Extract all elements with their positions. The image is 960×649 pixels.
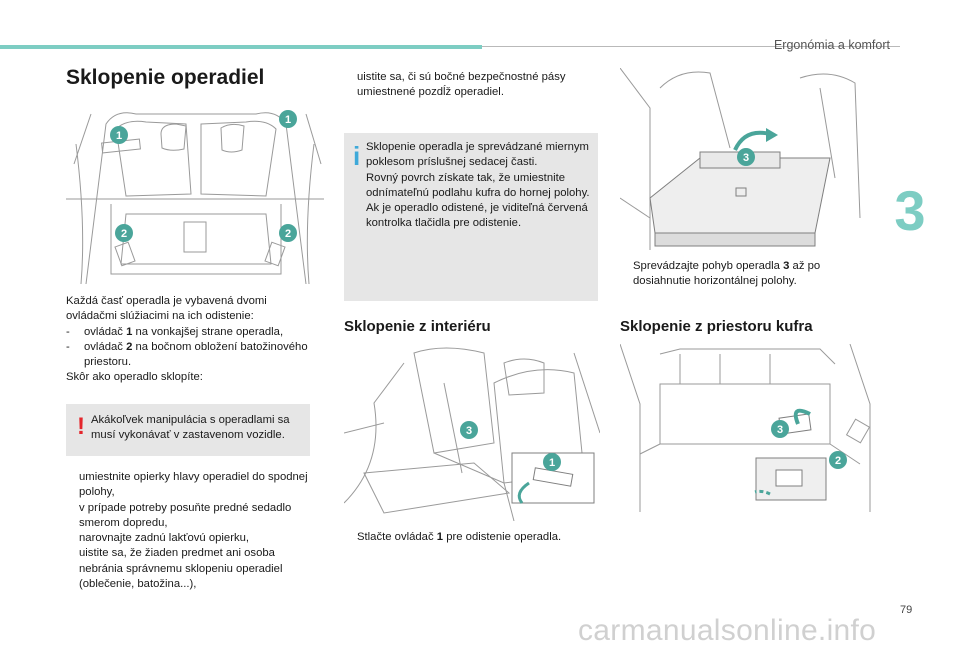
bullet-icon: [344, 70, 357, 101]
bullet-icon: [66, 546, 79, 592]
info-paragraph: Ak je operadlo odistené, je viditeľná če…: [366, 202, 588, 230]
svg-text:1: 1: [285, 114, 291, 126]
illustration-trunk-controls: 1 1 2 2: [66, 104, 324, 284]
dash-marker: -: [66, 325, 70, 338]
header-rule: [482, 46, 900, 47]
label-badge-3: 3: [771, 420, 789, 438]
section-title: Ergonómia a komfort: [773, 38, 890, 52]
intro-text: Každá časť operadla je vybavená dvomi ov…: [66, 294, 312, 386]
info-icon: i: [353, 141, 361, 171]
interior-heading: Sklopenie z interiéru: [344, 318, 491, 335]
label-badge-2: 2: [279, 224, 297, 242]
label-badge-1: 1: [110, 126, 128, 144]
svg-text:1: 1: [549, 457, 555, 469]
list-item: narovnajte zadnú lakťovú opierku,: [66, 531, 316, 546]
list-item: v prípade potreby posuňte predné sedadlo…: [66, 501, 316, 532]
svg-text:3: 3: [777, 424, 783, 436]
intro-line: Skôr ako operadlo sklopíte:: [66, 371, 203, 384]
bullet-icon: [344, 530, 357, 545]
list-item: Sprevádzajte pohyb operadla 3 až po dosi…: [620, 259, 872, 290]
list-item: Stlačte ovládač 1 pre odistenie operadla…: [344, 530, 596, 545]
svg-text:3: 3: [743, 152, 749, 164]
page-title: Sklopenie operadiel: [66, 66, 265, 89]
label-badge-3: 3: [737, 148, 755, 166]
trunk-heading: Sklopenie z priestoru kufra: [620, 318, 813, 335]
bullet-icon: [66, 501, 79, 532]
list-item: uistite sa, či sú bočné bezpečnostné pás…: [344, 70, 596, 101]
info-text: Sklopenie operadla je sprevádzané mierny…: [366, 140, 590, 232]
warning-box: ! Akákoľvek manipulácia s operadlami sa …: [66, 404, 310, 456]
list-item: uistite sa, že žiaden predmet ani osoba …: [66, 546, 316, 592]
label-badge-1: 1: [279, 110, 297, 128]
chapter-number: 3: [894, 179, 926, 242]
steps-list: umiestnite opierky hlavy operadiel do sp…: [66, 470, 316, 592]
page-number: 79: [900, 604, 913, 616]
illustration-interior-release: 3 1: [344, 343, 600, 521]
list-item: umiestnite opierky hlavy operadiel do sp…: [66, 470, 316, 501]
list-item: - ovládač 2 na bočnom obložení batožinov…: [66, 340, 312, 371]
list-item: - ovládač 1 na vonkajšej strane operadla…: [66, 325, 312, 340]
dash-marker: -: [66, 340, 70, 353]
interior-step: Stlačte ovládač 1 pre odistenie operadla…: [344, 530, 596, 545]
header-accent-bar: [0, 45, 482, 49]
bullet-icon: [66, 531, 79, 546]
right-step: Sprevádzajte pohyb operadla 3 až po dosi…: [620, 259, 872, 290]
intro-line: Každá časť operadla je vybavená dvomi ov…: [66, 295, 267, 323]
info-paragraph: Rovný povrch získate tak, že umiestnite …: [366, 171, 590, 199]
svg-text:2: 2: [121, 228, 127, 240]
label-badge-1: 1: [543, 453, 561, 471]
illustration-backrest-folding: 3: [620, 68, 870, 250]
warning-icon: !: [77, 413, 85, 440]
illustration-trunk-release: 3 2: [620, 344, 876, 512]
label-badge-3: 3: [460, 421, 478, 439]
info-paragraph: Sklopenie operadla je sprevádzané mierny…: [366, 141, 589, 169]
label-badge-2: 2: [115, 224, 133, 242]
warning-text: Akákoľvek manipulácia s operadlami sa mu…: [91, 414, 290, 442]
bullet-icon: [620, 259, 633, 290]
label-badge-2: 2: [829, 451, 847, 469]
svg-text:2: 2: [835, 455, 841, 467]
svg-text:2: 2: [285, 228, 291, 240]
svg-text:1: 1: [116, 130, 122, 142]
step-belts: uistite sa, či sú bočné bezpečnostné pás…: [344, 70, 596, 101]
watermark: carmanualsonline.info: [578, 614, 877, 647]
svg-text:3: 3: [466, 425, 472, 437]
info-box: i Sklopenie operadla je sprevádzané mier…: [344, 133, 598, 301]
bullet-icon: [66, 470, 79, 501]
